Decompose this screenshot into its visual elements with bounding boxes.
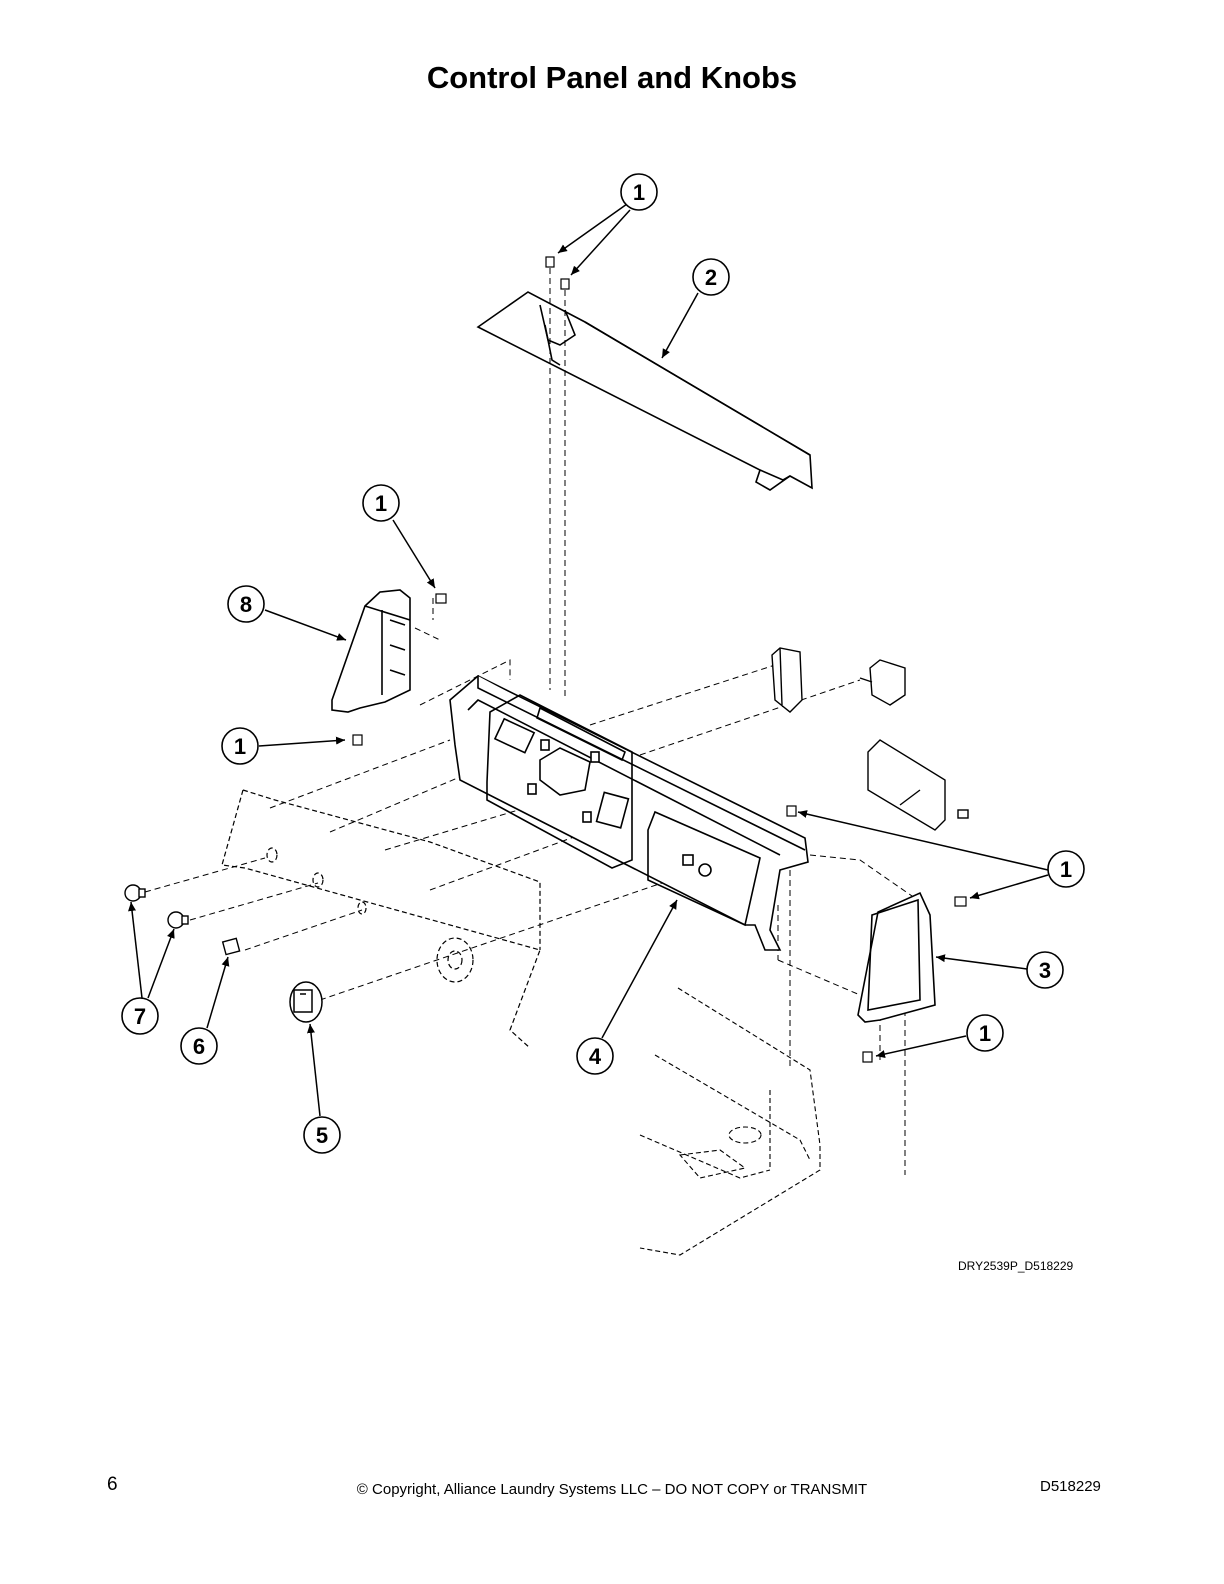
callout-6: 6 bbox=[180, 1027, 218, 1065]
callout-1-left-top: 1 bbox=[362, 484, 400, 522]
figure-code: DRY2539P_D518229 bbox=[958, 1259, 1074, 1273]
svg-text:2: 2 bbox=[705, 265, 717, 290]
svg-text:1: 1 bbox=[633, 180, 645, 205]
callout-1-right-bottom: 1 bbox=[966, 1014, 1004, 1052]
page-number: 6 bbox=[107, 1474, 118, 1495]
knob-6 bbox=[221, 937, 241, 956]
svg-text:7: 7 bbox=[134, 1004, 146, 1029]
knob-7-lower bbox=[167, 911, 189, 929]
screw-top-pair bbox=[545, 256, 570, 290]
callout-4: 4 bbox=[576, 1037, 614, 1075]
callout-2: 2 bbox=[692, 258, 730, 296]
svg-text:6: 6 bbox=[193, 1034, 205, 1059]
svg-text:3: 3 bbox=[1039, 958, 1051, 983]
copyright-notice: © Copyright, Alliance Laundry Systems LL… bbox=[356, 1481, 868, 1498]
callout-5: 5 bbox=[303, 1116, 341, 1154]
screw-right bbox=[786, 805, 967, 1063]
left-end-cap bbox=[331, 589, 411, 713]
callout-8: 8 bbox=[227, 585, 265, 623]
cabinet-outline bbox=[639, 987, 821, 1256]
callout-3: 3 bbox=[1026, 951, 1064, 989]
leader-lines bbox=[128, 203, 1049, 1117]
switch-rear-1 bbox=[771, 647, 803, 713]
svg-text:4: 4 bbox=[589, 1044, 602, 1069]
screw-left-cap bbox=[352, 593, 447, 746]
callout-1-top: 1 bbox=[620, 173, 658, 211]
right-end-cap bbox=[857, 891, 936, 1023]
knob-5 bbox=[289, 981, 323, 1023]
timer-module bbox=[867, 739, 969, 831]
svg-text:1: 1 bbox=[375, 491, 387, 516]
front-panel-outline bbox=[221, 789, 541, 1049]
guide-lines bbox=[144, 268, 926, 1175]
svg-text:1: 1 bbox=[1060, 857, 1072, 882]
knob-7-upper bbox=[124, 884, 146, 902]
control-hood bbox=[476, 291, 813, 491]
callout-1-right: 1 bbox=[1047, 850, 1085, 888]
svg-text:5: 5 bbox=[316, 1123, 328, 1148]
console-panel bbox=[449, 675, 809, 951]
callout-7: 7 bbox=[121, 997, 159, 1035]
switch-rear-2 bbox=[859, 659, 906, 706]
document-number: D518229 bbox=[1040, 1478, 1101, 1495]
svg-text:8: 8 bbox=[240, 592, 252, 617]
svg-text:1: 1 bbox=[234, 734, 246, 759]
page-title: Control Panel and Knobs bbox=[426, 60, 798, 95]
callout-1-left-bottom: 1 bbox=[221, 727, 259, 765]
svg-text:1: 1 bbox=[979, 1021, 991, 1046]
